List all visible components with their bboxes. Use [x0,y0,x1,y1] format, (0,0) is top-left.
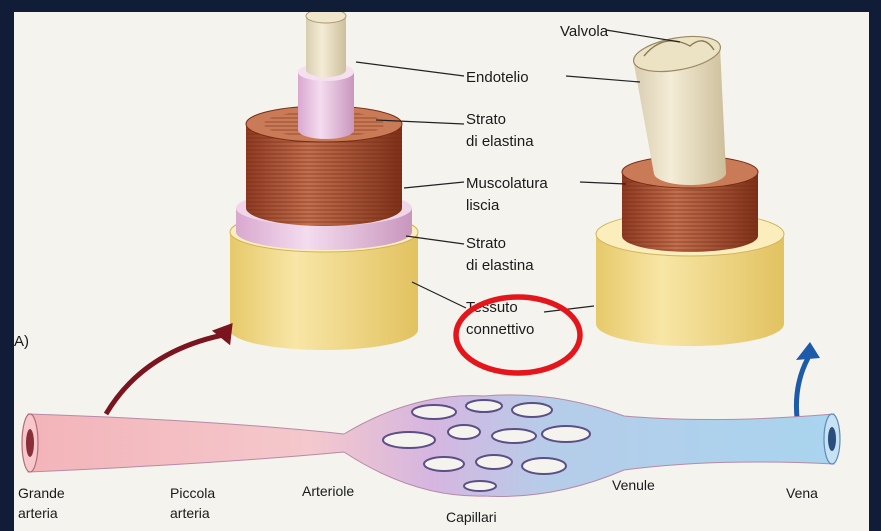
artery-flow-arrow [106,334,228,414]
label-endotelio: Endotelio [466,69,529,86]
vessel-tube [22,395,840,497]
diagram-panel: Valvola Endotelio Strato di elastina Mus… [14,12,869,531]
artery-cross-section [230,12,418,350]
label-muscolatura: Muscolatura [466,175,548,192]
label-grande-arteria-b: arteria [18,505,58,521]
artery-elastin-inner [298,72,354,139]
panel-marker: A) [14,333,29,350]
label-strato-elastina-1: Strato [466,111,506,128]
vein-cross-section [596,31,784,346]
label-valvola: Valvola [560,23,609,40]
label-vena: Vena [786,485,818,501]
label-arteriole: Arteriole [302,483,354,499]
label-connettivo: connettivo [466,321,534,338]
label-piccola-arteria: Piccola [170,485,215,501]
artery-endothelium [306,16,346,77]
label-muscolatura-b: liscia [466,197,500,214]
label-strato-elastina-1b: di elastina [466,133,534,150]
label-piccola-arteria-b: arteria [170,505,210,521]
label-strato-elastina-2: Strato [466,235,506,252]
vessel-diagram: Valvola Endotelio Strato di elastina Mus… [14,12,869,531]
label-strato-elastina-2b: di elastina [466,257,534,274]
label-grande-arteria: Grande [18,485,65,501]
label-venule: Venule [612,477,655,493]
label-capillari: Capillari [446,509,497,525]
